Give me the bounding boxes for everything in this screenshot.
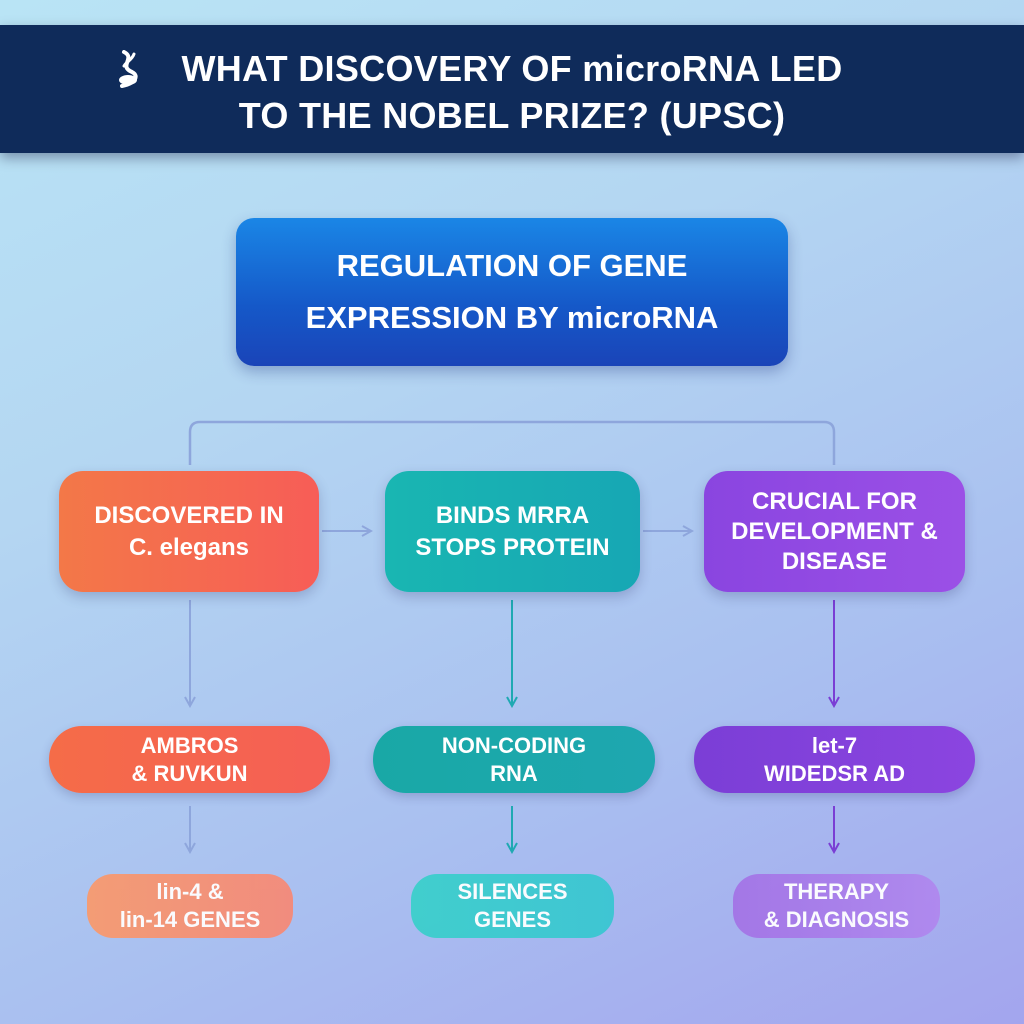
node-text: DISEASE: [781, 547, 888, 575]
node-text: NON-CODING: [441, 732, 587, 758]
node-crucial-for: CRUCIAL FOR DEVELOPMENT & DISEASE: [704, 471, 965, 592]
page-title-line-2: TO THE NOBEL PRIZE? (UPSC): [238, 95, 786, 136]
dna-helix-icon: [119, 50, 138, 88]
node-discovered-in: DISCOVERED IN C. elegans: [59, 471, 319, 592]
node-non-coding-rna: NON-CODING RNA: [373, 726, 655, 793]
node-text: let-7: [811, 732, 858, 758]
node-therapy-diagnosis: THERAPY & DIAGNOSIS: [733, 874, 940, 938]
node-text: SILENCES: [457, 879, 568, 904]
title-banner: [0, 25, 1024, 153]
node-binds-mrna: BINDS MRRA STOPS PROTEIN: [385, 471, 640, 592]
main-topic-box: REGULATION OF GENE EXPRESSION BY microRN…: [236, 218, 788, 366]
node-text: STOPS PROTEIN: [415, 533, 610, 561]
node-silences-genes: SILENCES GENES: [411, 874, 614, 938]
node-text: WIDEDSR AD: [764, 760, 905, 786]
node-ambros-ruvkun: AMBROS & RUVKUN: [49, 726, 330, 793]
top-bracket-connector: [188, 420, 836, 465]
node-text: RNA: [490, 760, 538, 786]
node-text: THERAPY: [783, 879, 890, 904]
node-text: & RUVKUN: [131, 760, 248, 786]
node-text: C. elegans: [128, 533, 250, 561]
main-topic-line-1: REGULATION OF GENE: [336, 248, 688, 283]
node-let-7: let-7 WIDEDSR AD: [694, 726, 975, 793]
main-topic-line-2: EXPRESSION BY microRNA: [305, 300, 719, 335]
page-title-line-1: WHAT DISCOVERY OF microRNA LED: [181, 48, 843, 89]
node-text: BINDS MRRA: [435, 501, 590, 529]
node-text: CRUCIAL FOR: [752, 487, 917, 515]
node-text: lin-14 GENES: [119, 907, 261, 932]
node-text: & DIAGNOSIS: [763, 907, 910, 932]
node-text: DEVELOPMENT &: [731, 517, 938, 545]
node-text: GENES: [473, 907, 552, 932]
node-text: lin-4 &: [156, 879, 224, 904]
node-text: AMBROS: [140, 732, 239, 758]
node-lin-genes: lin-4 & lin-14 GENES: [87, 874, 293, 938]
node-text: DISCOVERED IN: [94, 501, 284, 529]
